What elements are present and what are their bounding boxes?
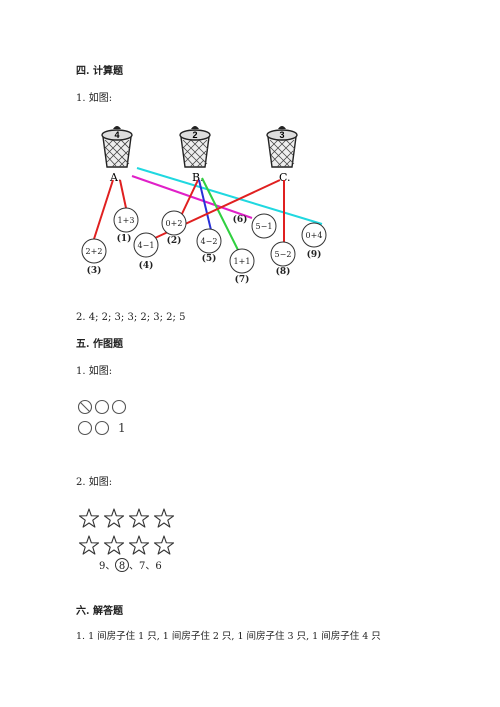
drawn-circle [94,399,110,415]
expression-text: 5−1 [256,222,273,231]
basket-number: 2 [192,130,197,140]
expression-text: 2+2 [86,247,103,256]
circle-index: (5) [202,253,217,264]
basket-letter: B. [192,171,204,184]
expression-circle [161,210,187,236]
star-icon [103,535,125,555]
circle-index: (2) [167,235,182,246]
circle-index: (7) [235,274,250,285]
basket-icon [101,126,133,168]
expression-circle [301,222,327,248]
expression-circle [113,207,139,233]
circle-index: (4) [139,260,154,271]
section4-answer: 2. 4; 2; 3; 3; 2; 3; 2; 5 [76,312,186,323]
section5-heading: 五. 作图题 [76,339,123,350]
match-line [198,179,212,231]
star-icon [103,508,125,528]
circle-index: (1) [117,233,132,244]
star-caption-pre: 9、 [99,561,115,572]
drawn-circle [94,420,110,436]
expression-circle [81,238,107,264]
expression-text: 1+3 [118,216,135,225]
drawn-circle [77,420,93,436]
star-icon [78,535,100,555]
basket-icon [179,126,211,168]
star-icon [78,508,100,528]
match-line [131,175,253,219]
circle-index: (9) [307,249,322,260]
circle-index: (6) [233,214,248,225]
drawn-circle [111,399,127,415]
expression-text: 5−2 [275,250,292,259]
section4-q1-label: 1. 如图: [76,93,113,104]
remaining-count: 1 [118,421,126,435]
circle-index: (8) [276,266,291,277]
star-caption-post: 、7、6 [129,561,162,572]
expression-text: 0+2 [166,219,183,228]
section6-heading: 六. 解答题 [76,606,123,617]
section6-answer: 1. 1 间房子住 1 只, 1 间房子住 2 只, 1 间房子住 3 只, 1… [76,631,381,642]
star-icon [153,535,175,555]
expression-text: 4−1 [138,241,155,250]
star-icon [128,535,150,555]
expression-circle [270,241,296,267]
expression-circle [251,213,277,239]
circle-index: (3) [87,265,102,276]
section5-q2-label: 2. 如图: [76,477,113,488]
expression-text: 1+1 [234,257,251,266]
match-line [93,179,114,240]
expression-circle [229,248,255,274]
expression-circle [133,232,159,258]
basket-number: 3 [279,130,284,140]
match-line [119,179,127,209]
match-line [179,179,199,219]
star-caption-circled: 8 [119,561,125,572]
section4-heading: 四. 计算题 [76,66,123,77]
star-icon [153,508,175,528]
expression-text: 4−2 [201,237,218,246]
match-line [136,167,323,225]
expression-circle [196,228,222,254]
basket-letter: C. [279,171,291,184]
section5-q1-label: 1. 如图: [76,366,113,377]
basket-number: 4 [114,130,119,140]
match-line [201,177,239,251]
basket-icon [266,126,298,168]
cross-out-mark [80,402,90,412]
expression-text: 0+4 [306,231,323,240]
star-icon [128,508,150,528]
circled-number-ring [115,558,129,572]
